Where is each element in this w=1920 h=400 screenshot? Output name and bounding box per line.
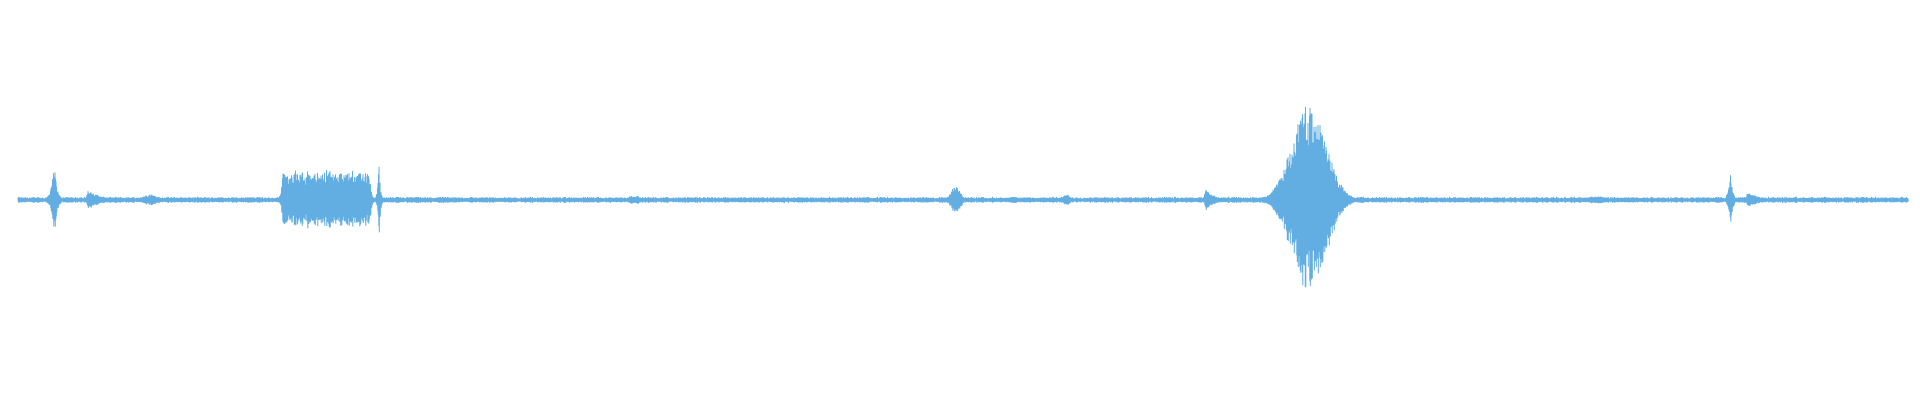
waveform-trace: [17, 106, 1909, 288]
